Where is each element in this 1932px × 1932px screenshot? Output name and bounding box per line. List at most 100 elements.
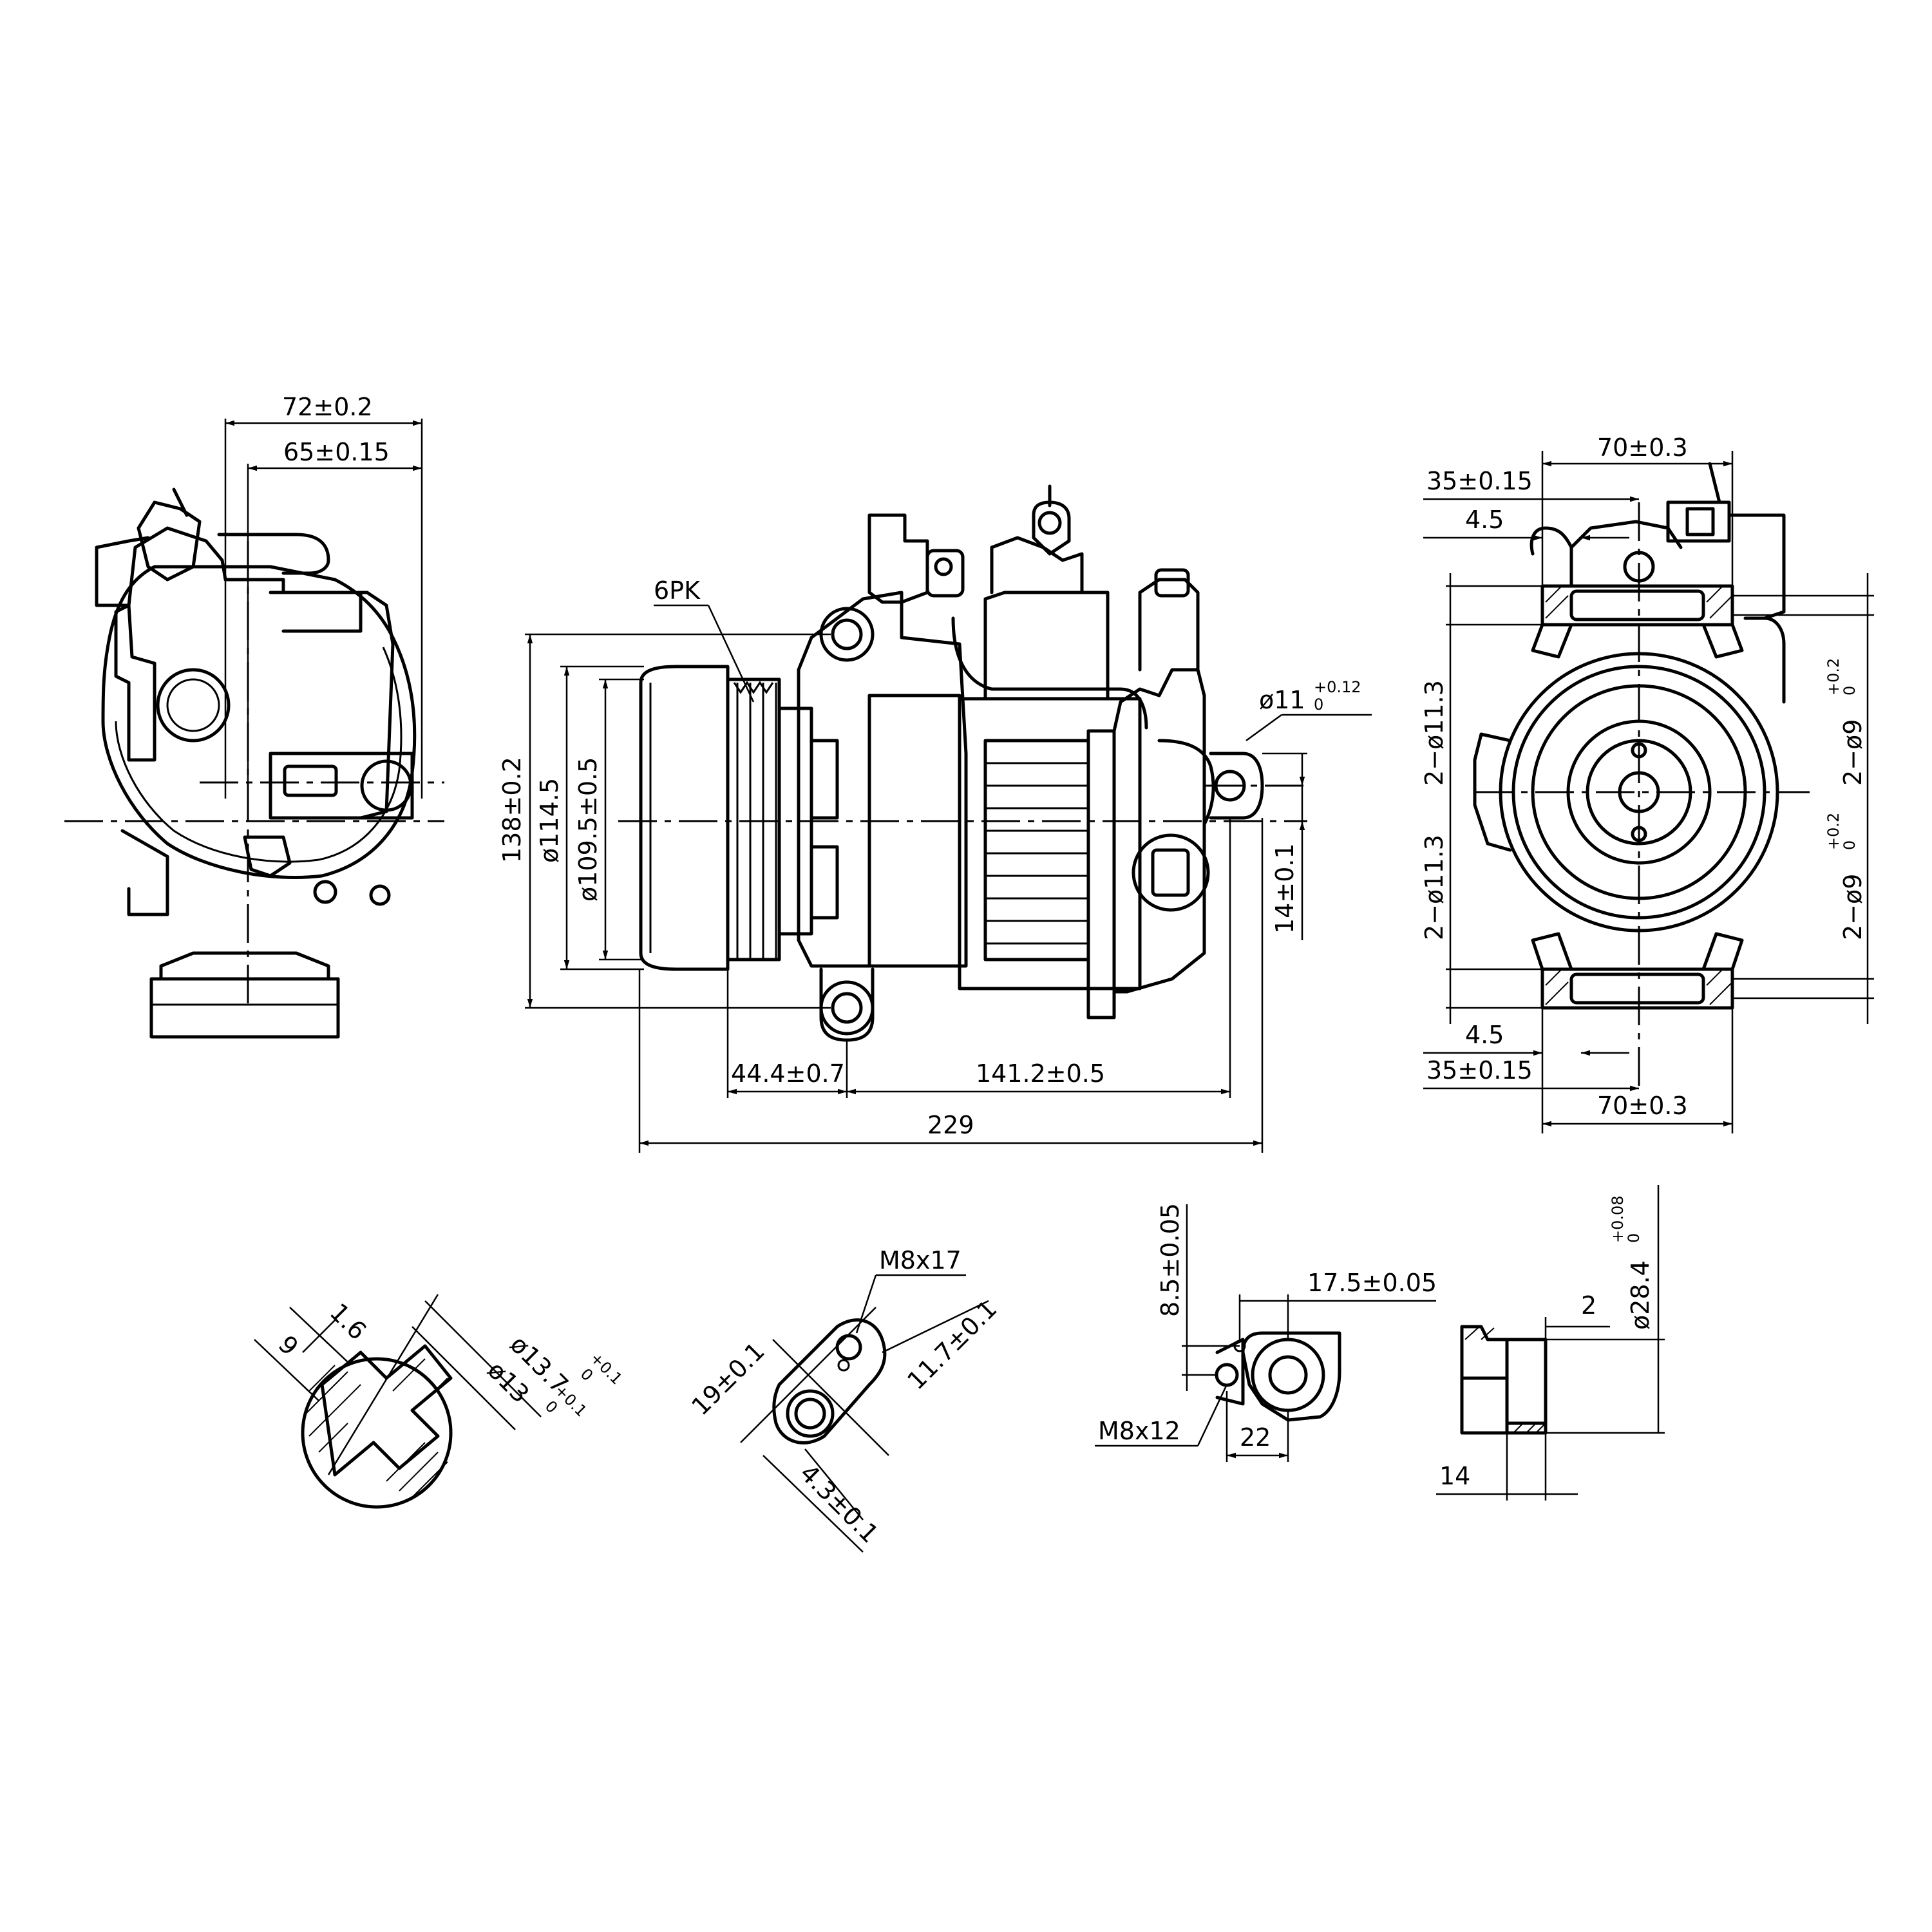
side-rear-valve bbox=[1138, 578, 1200, 672]
side-rear-connector bbox=[1132, 833, 1210, 912]
detail-4-dim-b: ø28.4 bbox=[1626, 1260, 1654, 1330]
dim-bottom-small: 4.5 bbox=[1465, 1021, 1504, 1049]
detail-1-dim-a bbox=[302, 1320, 336, 1353]
front-left-bracket bbox=[114, 603, 156, 762]
side-clutch-coil-lug bbox=[810, 739, 839, 820]
dim-total-length: 229 bbox=[927, 1111, 974, 1139]
dim-bore-upper-tol: +0.2 bbox=[1824, 658, 1842, 696]
rear-connector-lead bbox=[1708, 462, 1721, 504]
dim-bottom-half: 35±0.15 bbox=[1426, 1056, 1533, 1084]
pulley-front bbox=[639, 665, 730, 971]
side-rear-connector-body bbox=[1151, 848, 1190, 897]
detail-1-ext-d bbox=[412, 1326, 516, 1430]
front-mount-foot-top bbox=[159, 951, 330, 981]
front-lower-mid-feature bbox=[243, 835, 292, 878]
front-right-housing bbox=[269, 591, 395, 820]
rear-bottom-mount bbox=[1540, 967, 1734, 1010]
front-body-outline bbox=[101, 565, 417, 880]
detail-2-dim-a: 19±0.1 bbox=[686, 1337, 770, 1421]
dim-port-tol-upper: +0.12 bbox=[1314, 678, 1361, 696]
side-mount-ear-bottom-body bbox=[819, 967, 875, 1042]
side-mount-ear-bottom-hole bbox=[831, 992, 863, 1024]
rear-pipe bbox=[1530, 526, 1573, 556]
side-connector-block bbox=[867, 513, 929, 604]
detail-3-ear bbox=[1215, 1338, 1245, 1406]
front-body-inner bbox=[115, 647, 402, 863]
dim-overall-width: 72±0.2 bbox=[282, 393, 373, 421]
rear-top-left-ear bbox=[1531, 623, 1573, 659]
rear-bottom-slot bbox=[1569, 972, 1705, 1005]
detail-2-port-outer bbox=[786, 1389, 835, 1438]
rear-connector-inner bbox=[1685, 507, 1715, 536]
detail-2-dim-c bbox=[762, 1455, 864, 1553]
rear-top-hatch bbox=[1545, 585, 1732, 619]
dim-bottom-width: 70±0.3 bbox=[1597, 1092, 1688, 1120]
front-label-plate bbox=[283, 764, 338, 797]
front-small-bolt bbox=[313, 880, 337, 904]
front-lower-left-feature bbox=[120, 829, 169, 916]
dim-bore-upper: 2−ø9 bbox=[1839, 719, 1867, 786]
detail-3-dim-c: 22 bbox=[1240, 1423, 1271, 1452]
detail-3-dim-a: 8.5±0.05 bbox=[1156, 1203, 1184, 1317]
detail-3-port-outer bbox=[1251, 1338, 1325, 1412]
detail-3-port-inner bbox=[1268, 1355, 1308, 1395]
detail-1-ext-b bbox=[289, 1307, 348, 1363]
detail-3-dim-b: 17.5±0.05 bbox=[1307, 1269, 1437, 1297]
dim-body-height: 138±0.2 bbox=[498, 757, 526, 863]
rear-connector bbox=[1666, 500, 1731, 543]
dim-body-length: 141.2±0.5 bbox=[976, 1059, 1105, 1088]
rear-bottom-right-ear bbox=[1701, 932, 1744, 971]
front-pipe bbox=[217, 533, 330, 575]
dim-top-small: 4.5 bbox=[1465, 506, 1504, 534]
detail-2-leader bbox=[855, 1274, 877, 1334]
side-view: 6PK 138±0.2 ø114.5 ø109.5±0.5 ø11 +0.12 … bbox=[498, 484, 1372, 1153]
dim-hole-lower: 2−ø11.3 bbox=[1420, 835, 1448, 940]
rear-top-housing bbox=[1569, 520, 1683, 588]
front-top-housing bbox=[127, 526, 363, 633]
front-connector-plug bbox=[137, 500, 202, 582]
dim-bore-lower: 2−ø9 bbox=[1839, 874, 1867, 940]
pk-leader bbox=[707, 605, 755, 703]
detail-4-dim-b-tol: +0.08 bbox=[1609, 1195, 1627, 1243]
detail-2-thread: M8x17 bbox=[879, 1246, 961, 1274]
detail-3: 8.5±0.05 17.5±0.05 M8x12 22 bbox=[1095, 1203, 1437, 1462]
detail-2: M8x17 19±0.1 11.7±0.1 4.3±0.1 bbox=[686, 1246, 1002, 1553]
dim-mount-width: 65±0.15 bbox=[283, 438, 390, 466]
detail-3-leader bbox=[1197, 1384, 1228, 1446]
detail-1-hatching bbox=[305, 1358, 448, 1498]
side-fin-area bbox=[983, 739, 1090, 961]
rear-left-lug bbox=[1473, 732, 1512, 852]
detail-1-dim-a: 9 bbox=[273, 1330, 304, 1361]
pulley-label: 6PK bbox=[654, 576, 701, 605]
detail-4-dim-a: 2 bbox=[1581, 1291, 1596, 1320]
detail-4: ø28.4 +0.08 0 2 14 bbox=[1436, 1185, 1665, 1501]
pulley-grooves-box bbox=[726, 677, 781, 961]
rear-top-right-ear bbox=[1701, 623, 1744, 659]
detail-2-dim-b: 11.7±0.1 bbox=[902, 1294, 1002, 1395]
side-top-valve bbox=[990, 536, 1084, 594]
detail-2-pin bbox=[837, 1359, 850, 1372]
side-fins bbox=[985, 762, 1088, 945]
side-top-block bbox=[983, 591, 1110, 701]
detail-4-hatching bbox=[1464, 1327, 1546, 1434]
front-suction-port bbox=[156, 668, 231, 743]
detail-1-section bbox=[320, 1344, 453, 1477]
front-suction-port-inner bbox=[166, 678, 220, 732]
dim-bore-lower-tol-lower: 0 bbox=[1841, 840, 1859, 850]
detail-2-dim-b bbox=[882, 1300, 989, 1354]
port-leader bbox=[1245, 714, 1282, 742]
dim-bore-lower-tol: +0.2 bbox=[1824, 813, 1842, 850]
rear-wire bbox=[1727, 513, 1786, 620]
dim-top-width: 70±0.3 bbox=[1597, 433, 1688, 462]
side-connector-pin bbox=[934, 557, 953, 576]
rear-top-mount bbox=[1540, 584, 1734, 627]
front-small-bolt-2 bbox=[369, 884, 391, 906]
side-wire bbox=[951, 616, 1148, 730]
front-mount-foot bbox=[149, 977, 340, 1039]
detail-2-diag-b bbox=[740, 1307, 876, 1443]
side-control-valve-hole bbox=[1037, 511, 1062, 535]
detail-1-dim-b: 1.6 bbox=[325, 1298, 372, 1345]
dim-pulley-offset: 44.4±0.7 bbox=[731, 1059, 845, 1088]
detail-2-port-inner bbox=[794, 1397, 826, 1430]
